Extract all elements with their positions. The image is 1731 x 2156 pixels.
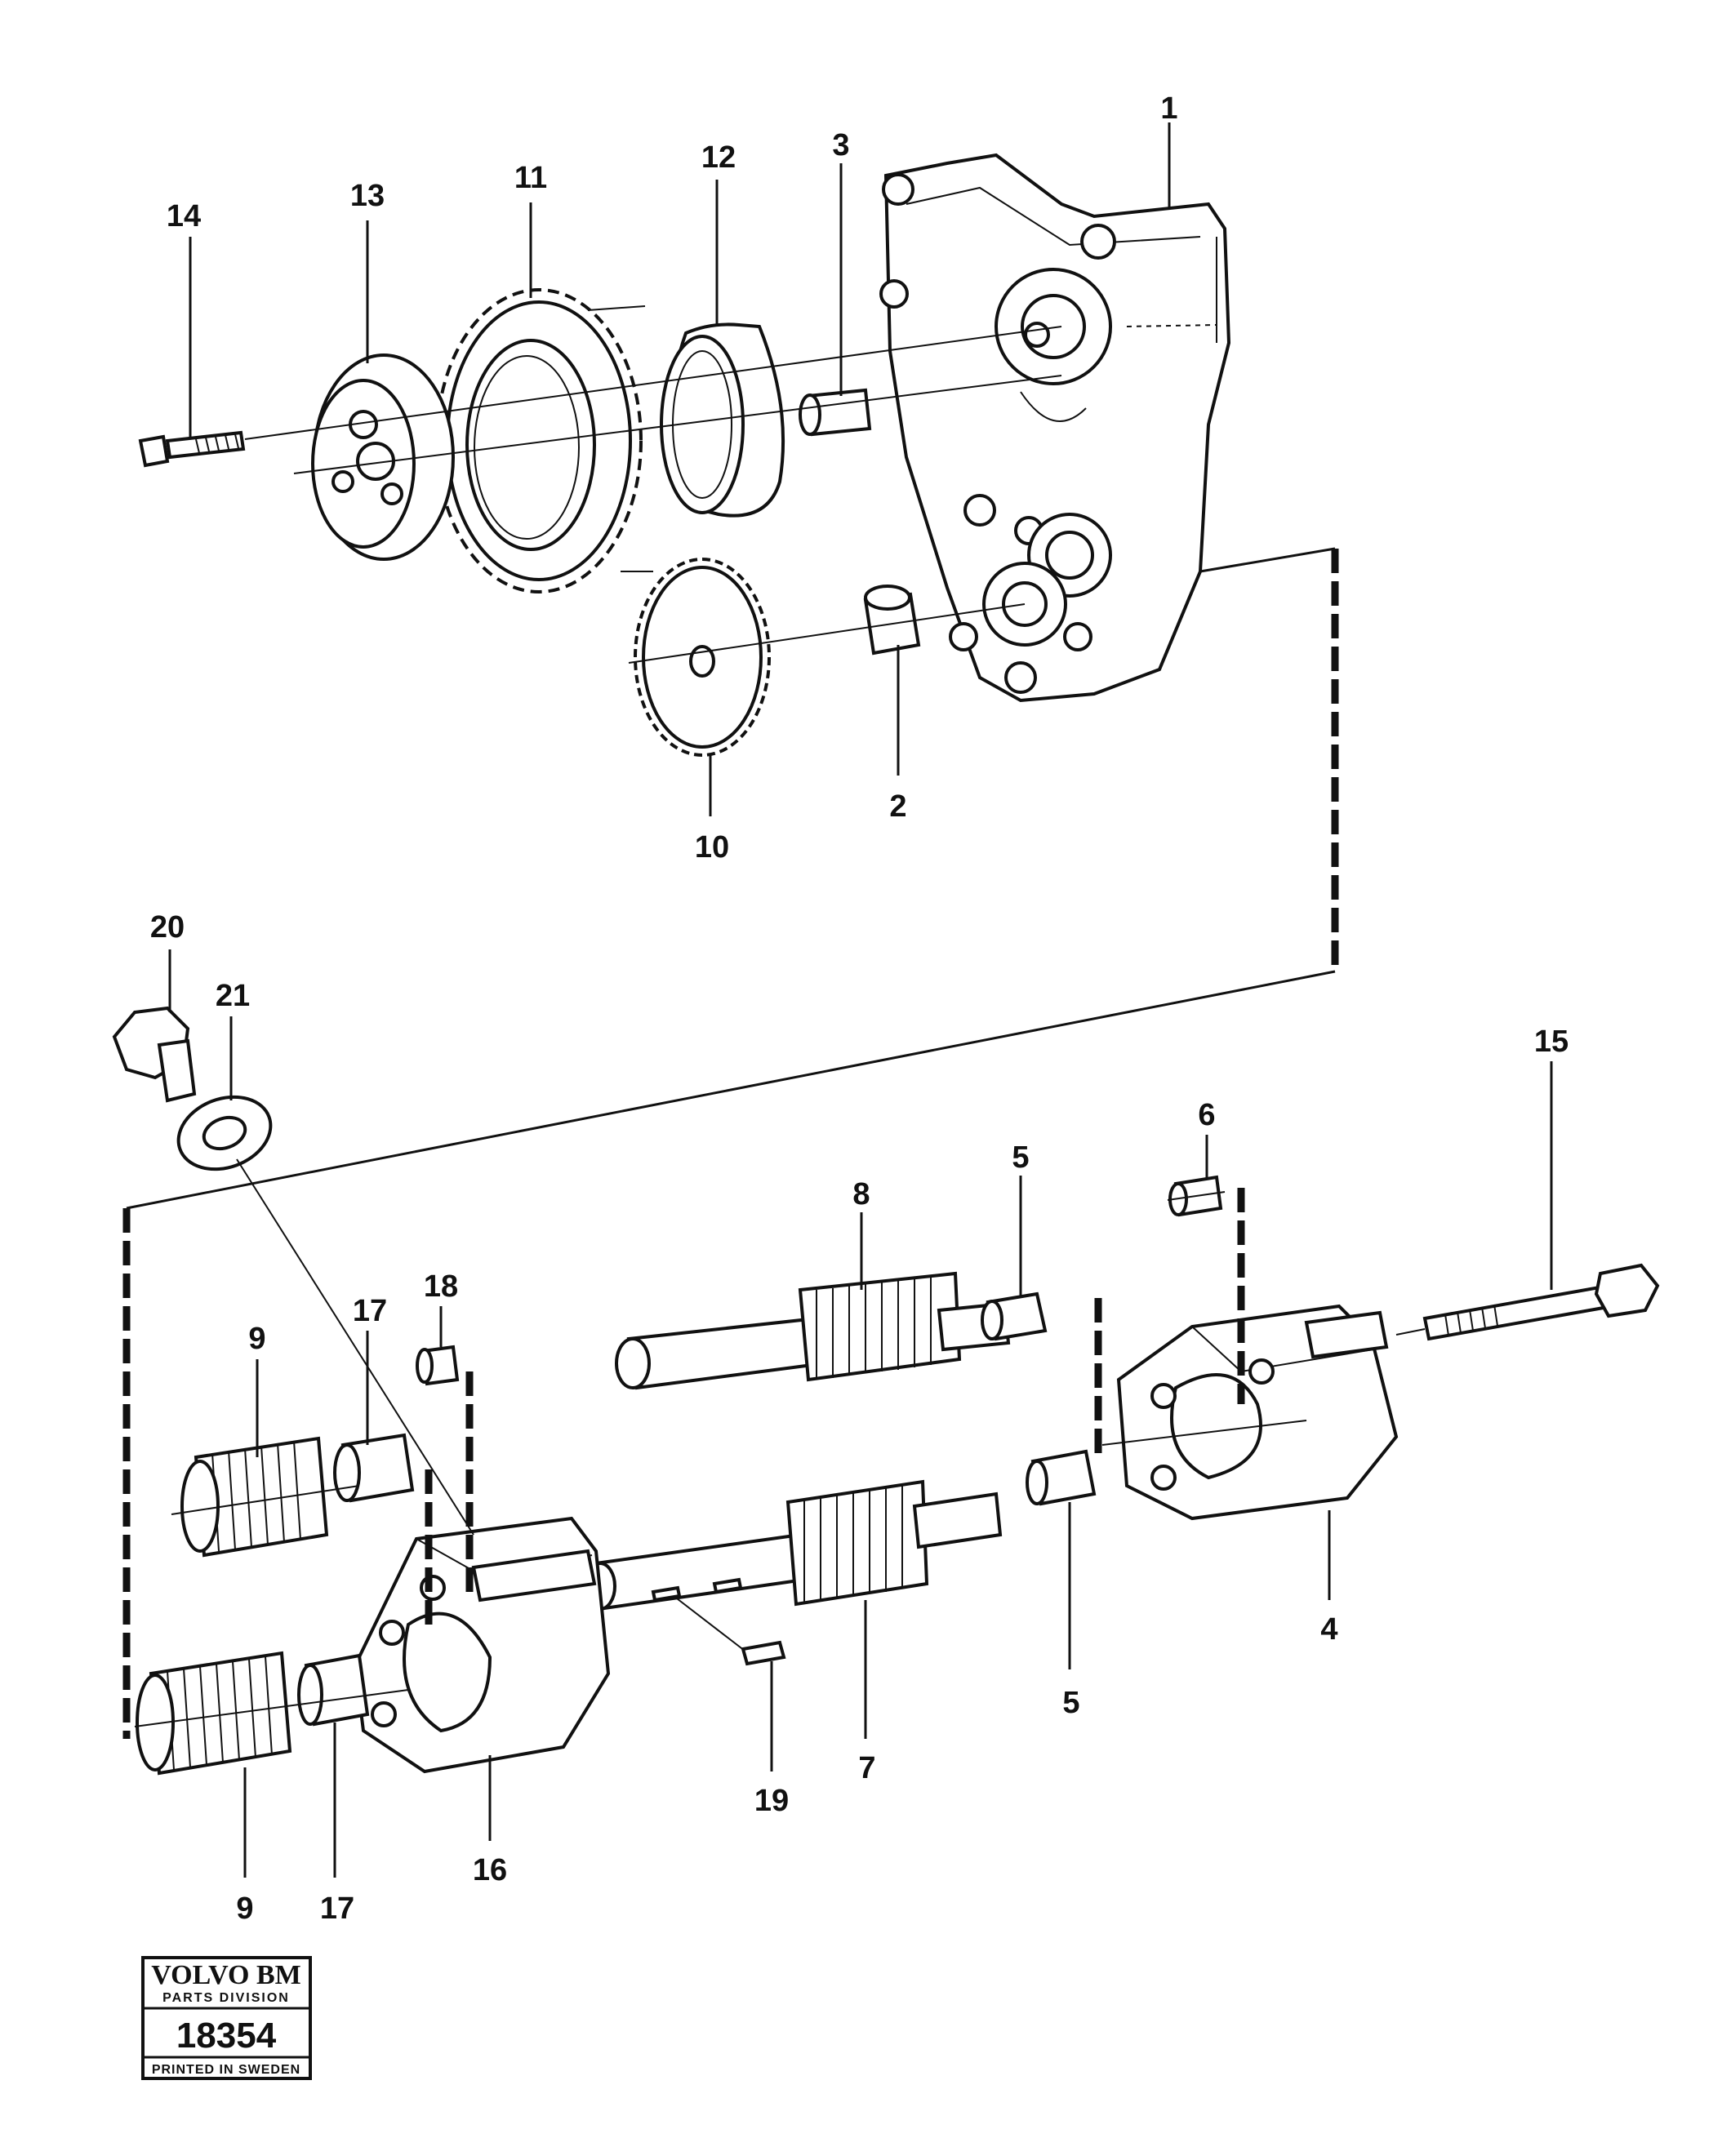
callout-5-lower: 5 bbox=[1062, 1686, 1079, 1720]
part-13-hub bbox=[311, 353, 455, 561]
part-3-pin bbox=[799, 388, 872, 437]
part-15-long-bolt bbox=[1422, 1263, 1660, 1341]
part-5-bushing-upper bbox=[981, 1291, 1048, 1341]
callout-19: 19 bbox=[754, 1784, 789, 1818]
part-17-bushing-lower bbox=[297, 1653, 370, 1727]
callout-18: 18 bbox=[424, 1269, 458, 1304]
callout-3: 3 bbox=[832, 128, 849, 162]
part-4-pump-housing bbox=[1116, 1304, 1399, 1521]
part-1-cover-housing bbox=[879, 153, 1231, 703]
callout-17-upper: 17 bbox=[353, 1294, 387, 1328]
badge-brand: VOLVO BM bbox=[151, 1960, 300, 1990]
badge-number: 18354 bbox=[176, 2016, 277, 2056]
part-14-bolt bbox=[138, 430, 246, 468]
part-10-small-gear bbox=[634, 558, 771, 757]
callout-2: 2 bbox=[889, 789, 906, 824]
callout-16: 16 bbox=[473, 1853, 507, 1887]
callout-21: 21 bbox=[216, 979, 250, 1013]
part-8-gear-shaft bbox=[615, 1271, 1011, 1390]
callout-12: 12 bbox=[701, 140, 736, 175]
part-2-bushing bbox=[863, 585, 921, 656]
callout-9-upper: 9 bbox=[248, 1322, 265, 1356]
part-16-pump-housing bbox=[353, 1516, 611, 1774]
leader-lines bbox=[168, 122, 1553, 1878]
callout-5-upper: 5 bbox=[1012, 1140, 1029, 1175]
part-9-gear-lower bbox=[136, 1651, 292, 1776]
volvo-bm-parts-badge: VOLVO BM PARTS DIVISION 18354 PRINTED IN… bbox=[141, 1956, 312, 2080]
part-18-pin bbox=[416, 1345, 460, 1386]
part-17-bushing-upper bbox=[333, 1433, 415, 1503]
callout-8: 8 bbox=[852, 1177, 870, 1211]
part-21-washer bbox=[176, 1095, 273, 1171]
upper-axis-lines bbox=[244, 326, 1062, 664]
part-12-bearing-ring bbox=[660, 322, 785, 518]
part-11-large-gear bbox=[435, 288, 653, 593]
callout-15: 15 bbox=[1534, 1025, 1569, 1059]
callout-13: 13 bbox=[350, 179, 385, 213]
callout-14: 14 bbox=[167, 199, 201, 233]
callout-7: 7 bbox=[858, 1751, 875, 1785]
callout-10: 10 bbox=[695, 830, 729, 865]
callout-labels: 1 3 12 11 13 14 2 10 20 21 15 6 5 8 18 1… bbox=[150, 91, 1569, 1926]
callout-6: 6 bbox=[1198, 1098, 1215, 1132]
badge-printed: PRINTED IN SWEDEN bbox=[152, 2063, 300, 2077]
part-9-gear-upper bbox=[180, 1436, 329, 1558]
callout-1: 1 bbox=[1160, 91, 1177, 126]
callout-4: 4 bbox=[1320, 1612, 1337, 1647]
callout-11: 11 bbox=[514, 161, 547, 195]
lower-axis-lines bbox=[134, 1158, 1426, 1727]
part-7-drive-shaft bbox=[584, 1479, 1003, 1611]
callout-17-lower: 17 bbox=[320, 1892, 354, 1926]
assembly-connector-lines bbox=[122, 547, 1339, 1739]
callout-9-lower: 9 bbox=[236, 1892, 253, 1926]
part-19-key bbox=[673, 1595, 786, 1666]
part-5-bushing-lower bbox=[1026, 1449, 1097, 1506]
callout-20: 20 bbox=[150, 910, 185, 945]
part-20-plug bbox=[112, 1006, 197, 1103]
badge-division: PARTS DIVISION bbox=[162, 1991, 290, 2005]
